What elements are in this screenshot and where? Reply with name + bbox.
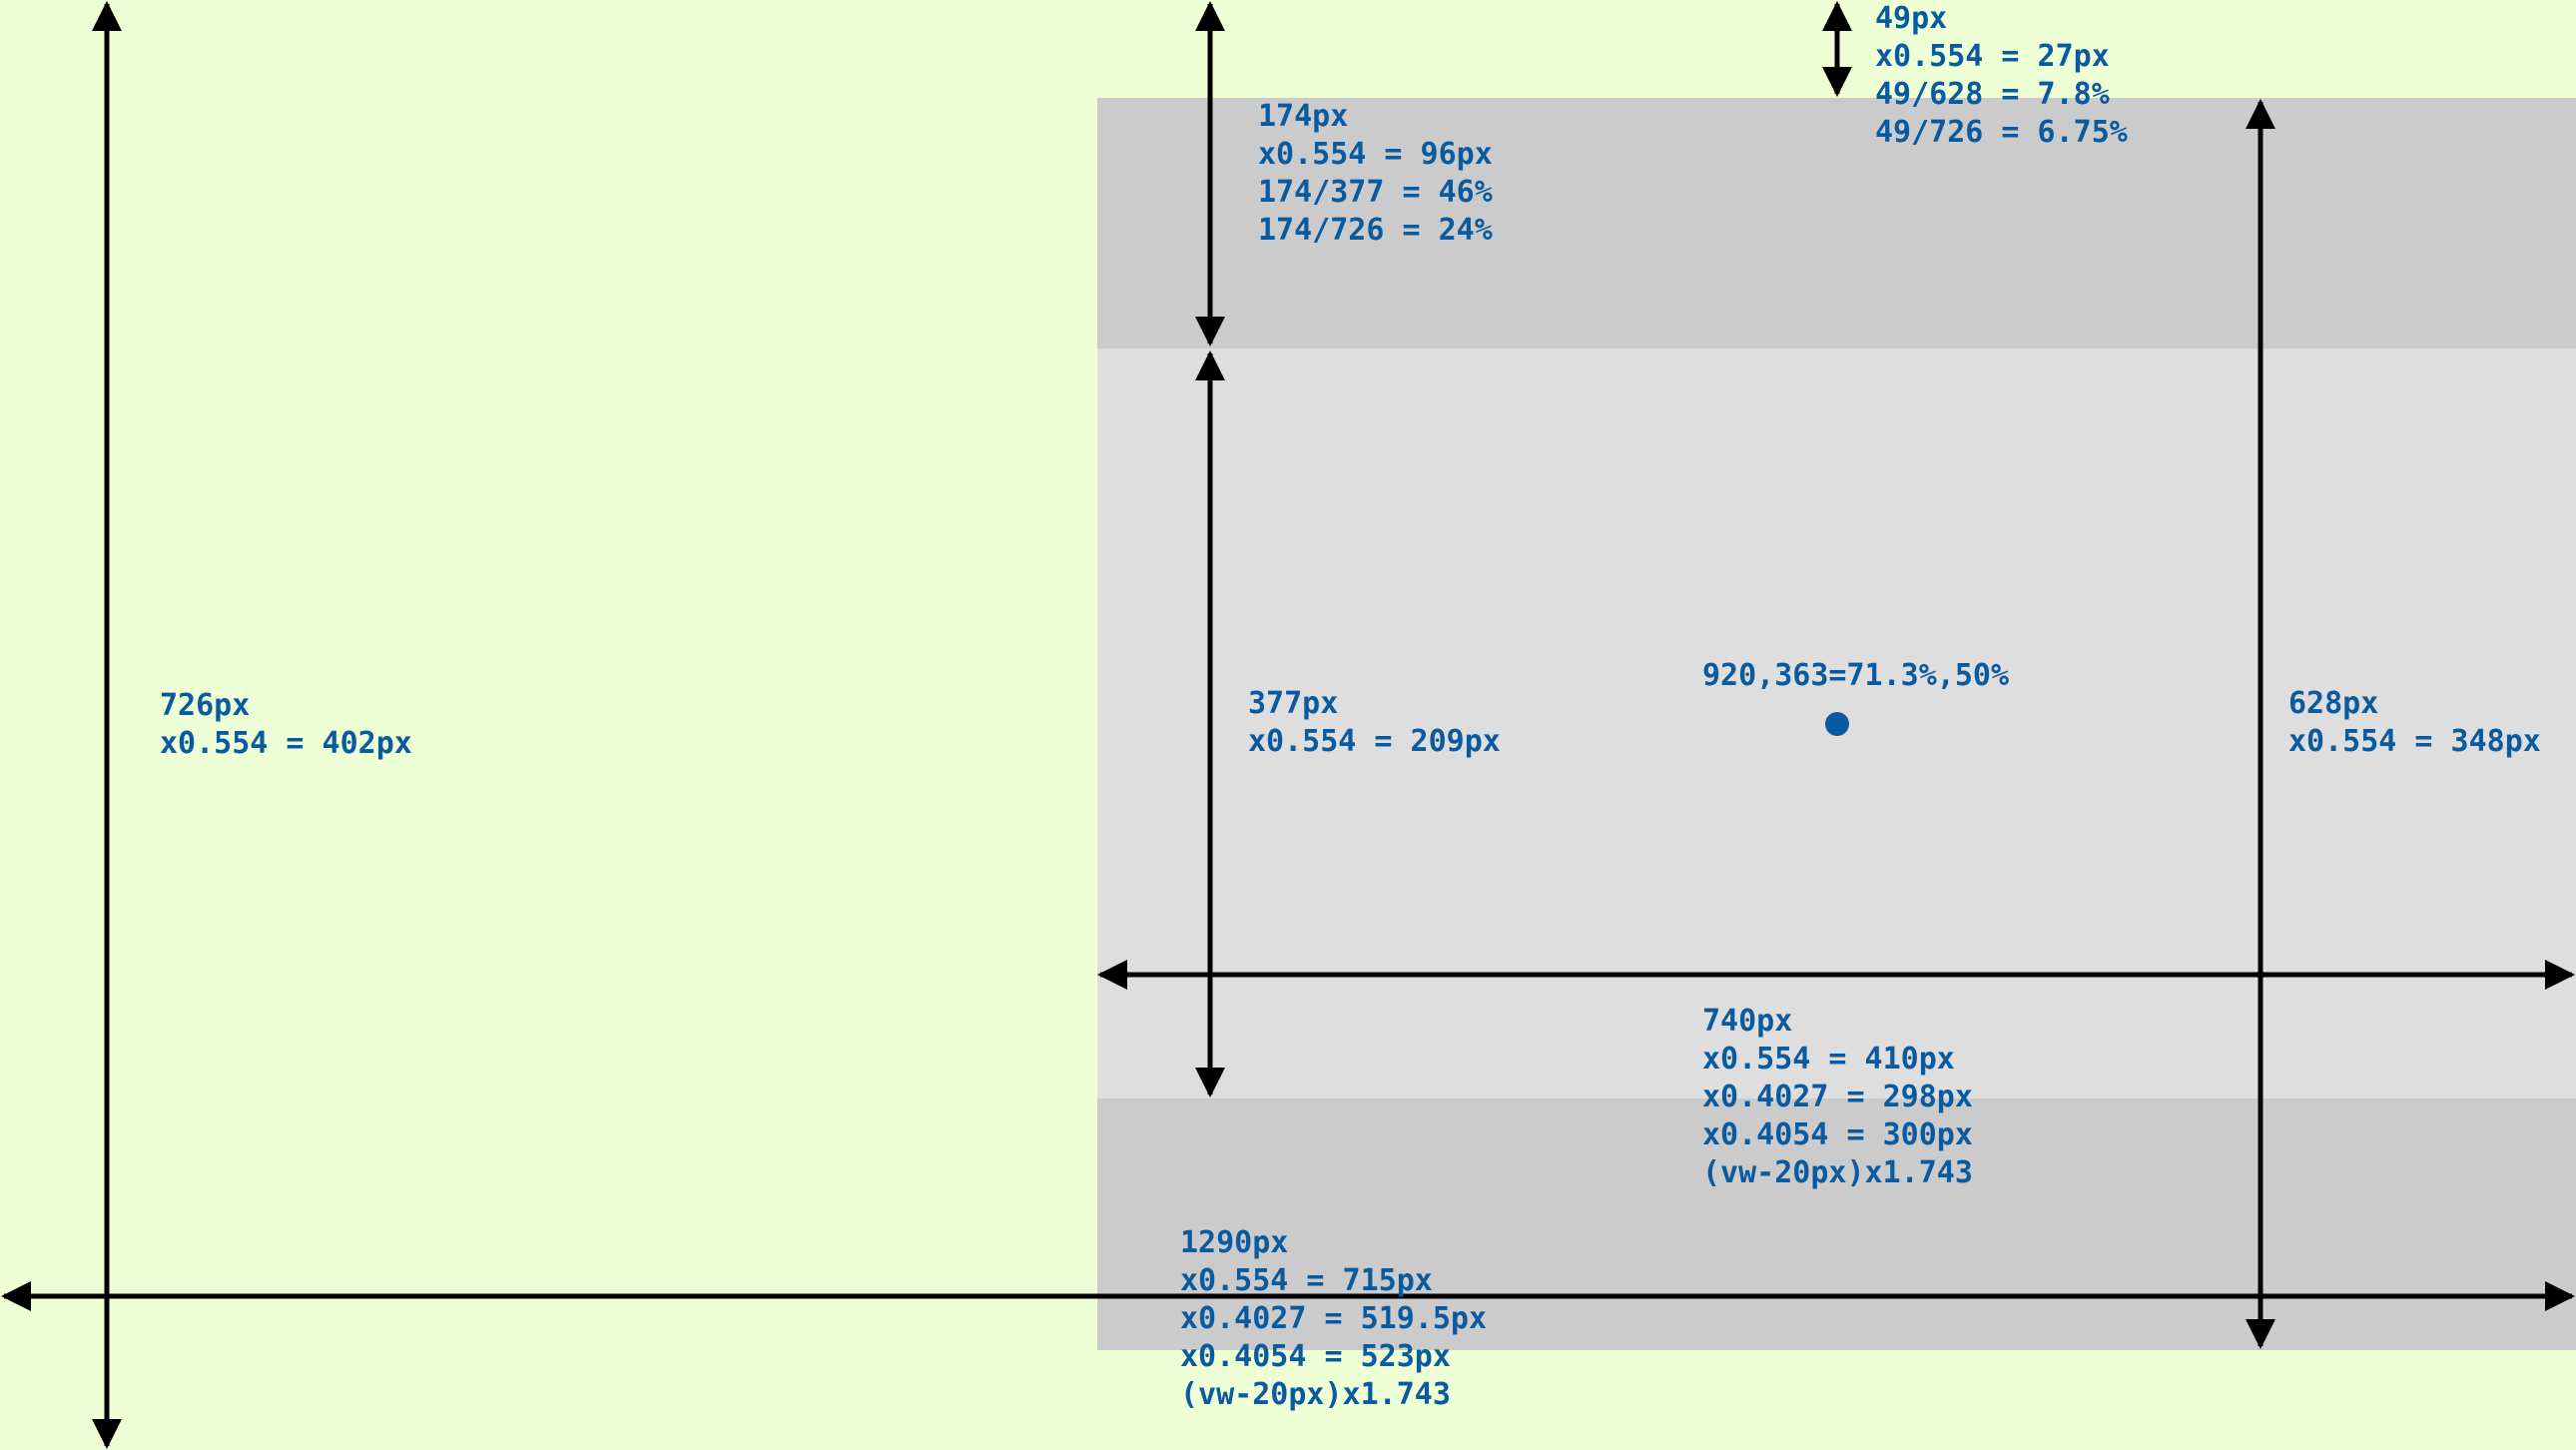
top-band — [1097, 98, 2576, 349]
middle-height-label: 377px x0.554 = 209px — [1248, 686, 1501, 759]
content-width-label: 740px x0.554 = 410px x0.4027 = 298px x0.… — [1702, 1004, 1973, 1190]
top-offset-label: 49px x0.554 = 27px 49/628 = 7.8% 49/726 … — [1875, 1, 2128, 150]
top-band-label: 174px x0.554 = 96px 174/377 = 46% 174/72… — [1258, 99, 1493, 248]
center-point-dot — [1825, 712, 1849, 736]
page-width-label: 1290px x0.554 = 715px x0.4027 = 519.5px … — [1180, 1225, 1488, 1412]
content-height-label: 628px x0.554 = 348px — [2288, 686, 2541, 759]
center-point-label: 920,363=71.3%,50% — [1702, 658, 2010, 693]
page-height-label: 726px x0.554 = 402px — [160, 688, 412, 761]
